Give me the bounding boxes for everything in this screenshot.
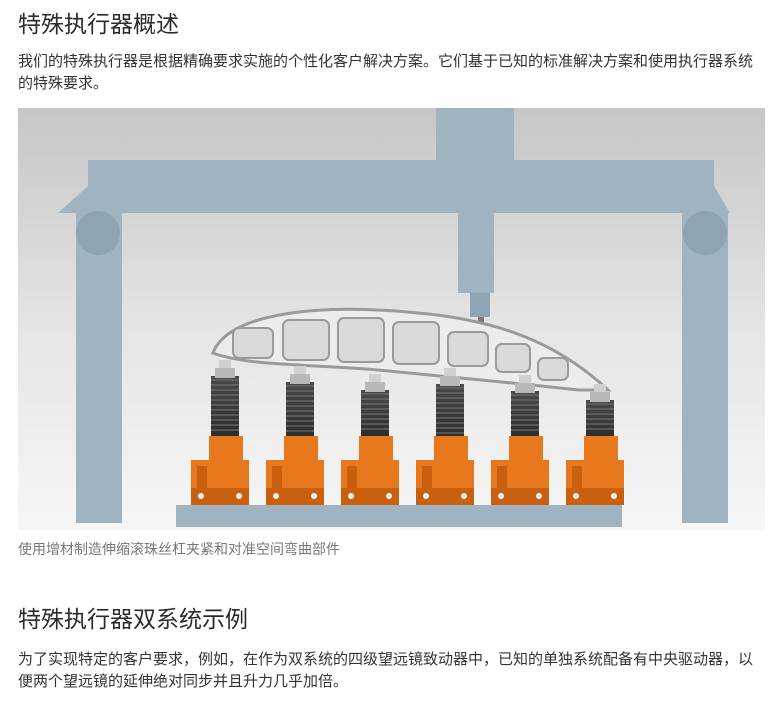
gantry xyxy=(58,108,730,523)
section-title-dual-system: 特殊执行器双系统示例 xyxy=(18,607,248,633)
gantry-left-column xyxy=(76,211,122,523)
gantry-right-column xyxy=(682,211,728,523)
telescopic-actuator xyxy=(341,374,399,505)
telescopic-actuator xyxy=(491,375,549,505)
telescopic-actuator xyxy=(416,368,474,505)
section-title-overview: 特殊执行器概述 xyxy=(18,12,179,38)
gantry-beam-bevel xyxy=(58,186,730,213)
actuator-illustration xyxy=(18,108,765,530)
telescopic-actuator xyxy=(191,360,249,505)
gantry-top-beam xyxy=(88,160,714,186)
illustration-svg xyxy=(18,108,765,530)
curved-part xyxy=(211,307,612,392)
figure-caption: 使用增材制造伸缩滚珠丝杠夹紧和对准空间弯曲部件 xyxy=(18,542,340,558)
base-plate xyxy=(176,505,622,527)
overview-paragraph: 我们的特殊执行器是根据精确要求实施的个性化客户解决方案。它们基于已知的标准解决方… xyxy=(18,52,754,92)
dual-system-paragraph: 为了实现特定的客户要求，例如，在作为双系统的四级望远镜致动器中，已知的单独系统配… xyxy=(18,650,754,690)
telescopic-actuator xyxy=(266,366,324,505)
actuator-row xyxy=(191,360,624,505)
gantry-carriage xyxy=(436,108,514,203)
telescopic-actuator xyxy=(566,384,624,505)
gantry-vertical-axis xyxy=(458,203,494,293)
